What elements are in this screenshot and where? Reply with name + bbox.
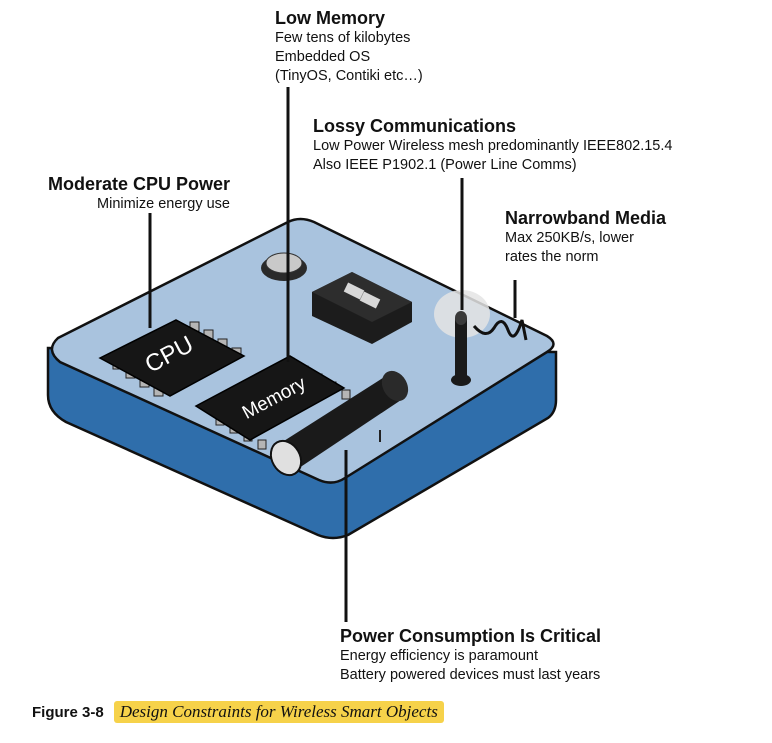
- power-title: Power Consumption Is Critical: [340, 626, 602, 646]
- label-power: Power Consumption Is Critical Energy eff…: [340, 625, 601, 685]
- cpu-chip: [98, 319, 246, 397]
- narrowband-line: rates the norm: [505, 249, 599, 265]
- lossy-comms-title: Lossy Communications: [313, 116, 517, 136]
- lossy-comms-line: Also IEEE P1902.1 (Power Line Comms): [313, 157, 577, 173]
- label-low-memory: Low Memory Few tens of kilobytes Embedde…: [275, 7, 423, 86]
- cpu-line: Minimize energy use: [97, 196, 230, 212]
- label-narrowband: Narrowband Media Max 250KB/s, lower rate…: [505, 207, 666, 267]
- figure-caption: Figure 3-8 Design Constraints for Wireles…: [32, 701, 444, 723]
- low-memory-title: Low Memory: [275, 8, 386, 28]
- label-lossy-comms: Lossy Communications Low Power Wireless …: [313, 115, 672, 175]
- antenna: [434, 290, 528, 386]
- narrowband-title: Narrowband Media: [505, 208, 667, 228]
- label-cpu: Moderate CPU Power Minimize energy use: [20, 173, 230, 214]
- power-line: Energy efficiency is paramount: [340, 648, 539, 664]
- lossy-comms-line: Low Power Wireless mesh predominantly IE…: [313, 138, 673, 154]
- switch-component: [312, 272, 412, 344]
- figure-number: Figure 3-8: [32, 704, 104, 721]
- low-memory-line: Few tens of kilobytes: [275, 30, 411, 46]
- low-memory-line: (TinyOS, Contiki etc…): [275, 68, 423, 84]
- low-memory-line: Embedded OS: [275, 49, 371, 65]
- battery-cylinder: [269, 370, 409, 477]
- leader-lines: [148, 87, 517, 622]
- board-top: [50, 217, 555, 484]
- figure-title: Design Constraints for Wireless Smart Ob…: [113, 701, 444, 723]
- narrowband-line: Max 250KB/s, lower: [505, 230, 634, 246]
- round-button: [261, 252, 307, 281]
- power-line: Battery powered devices must last years: [340, 667, 601, 683]
- cpu-title: Moderate CPU Power: [47, 174, 230, 194]
